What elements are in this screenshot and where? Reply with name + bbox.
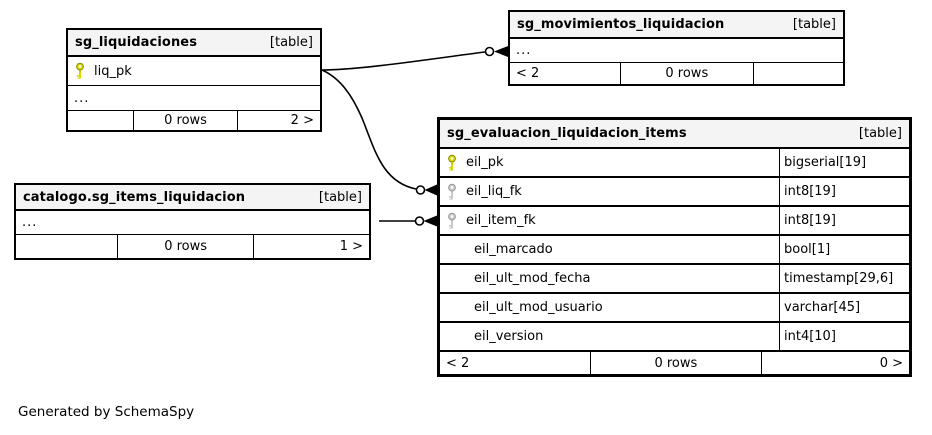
- row-count: 0 rows: [134, 111, 238, 130]
- column-type: timestamp[29,6]: [779, 265, 909, 292]
- children-count: < 2: [440, 352, 592, 374]
- table-header[interactable]: sg_evaluacion_liquidacion_items [table]: [440, 120, 909, 149]
- column-name: eil_ult_mod_fecha: [474, 271, 591, 286]
- column-type: bool[1]: [779, 236, 909, 263]
- column-name: eil_item_fk: [466, 213, 536, 228]
- column-name: eil_ult_mod_usuario: [474, 300, 603, 315]
- many-arrowhead-icon: [423, 215, 437, 227]
- primary-key-icon: [76, 62, 84, 79]
- column-name: liq_pk: [94, 63, 132, 79]
- column-name-cell: eil_marcado: [446, 236, 779, 263]
- column-name-cell: eil_version: [446, 323, 779, 350]
- column-row-liq-pk: liq_pk: [68, 57, 320, 86]
- column-name-cell: eil_ult_mod_fecha: [446, 265, 779, 292]
- table-header[interactable]: sg_liquidaciones [table]: [68, 30, 320, 57]
- foreign-key-icon: [448, 212, 456, 229]
- table-name: catalogo.sg_items_liquidacion: [23, 189, 246, 205]
- column-name: eil_liq_fk: [466, 184, 522, 199]
- row-count: 0 rows: [621, 63, 755, 84]
- table-header[interactable]: sg_movimientos_liquidacion [table]: [510, 12, 843, 39]
- column-type: int4[10]: [779, 323, 909, 350]
- many-arrowhead-icon: [424, 184, 437, 196]
- column-type: varchar[45]: [779, 294, 909, 321]
- column-name-cell: eil_liq_fk: [446, 178, 779, 205]
- table-sg-liquidaciones[interactable]: sg_liquidaciones [table] liq_pk ... 0 ro…: [66, 28, 322, 132]
- column-type: bigserial[19]: [779, 149, 909, 176]
- zero-or-one-dot-icon: [414, 216, 425, 226]
- column-row-eil-ult-mod-usuario: eil_ult_mod_usuario varchar[45]: [440, 294, 909, 323]
- zero-or-one-dot-icon: [415, 185, 426, 195]
- row-count: 0 rows: [591, 352, 762, 374]
- ellipsis-row: ...: [510, 39, 843, 63]
- table-type-badge: [table]: [318, 189, 362, 205]
- parents-count: 0 >: [879, 355, 903, 371]
- children-count: [68, 111, 135, 130]
- table-sg-evaluacion-liquidacion-items[interactable]: sg_evaluacion_liquidacion_items [table] …: [437, 117, 912, 377]
- stats-footer: 0 rows 2 >: [68, 111, 320, 130]
- zero-or-one-dot-icon: [484, 46, 495, 57]
- column-row-eil-pk: eil_pk bigserial[19]: [440, 149, 909, 178]
- parents-count: 2 >: [290, 113, 314, 128]
- many-arrowhead-icon: [494, 46, 508, 57]
- column-name: eil_pk: [466, 155, 504, 170]
- column-row-eil-item-fk: eil_item_fk int8[19]: [440, 207, 909, 236]
- stats-footer: < 2 0 rows: [510, 63, 843, 84]
- parents-count: [754, 63, 843, 84]
- column-name: eil_version: [474, 329, 544, 344]
- stats-footer: 0 rows 1 >: [16, 235, 369, 258]
- ellipsis-row: ...: [68, 86, 320, 111]
- column-type: int8[19]: [779, 178, 909, 205]
- table-type-badge: [table]: [792, 17, 836, 32]
- ellipsis-row: ...: [16, 211, 369, 235]
- primary-key-icon: [448, 154, 456, 171]
- generated-by-note: Generated by SchemaSpy: [18, 404, 195, 420]
- table-type-badge: [table]: [858, 126, 902, 141]
- column-row-eil-ult-mod-fecha: eil_ult_mod_fecha timestamp[29,6]: [440, 265, 909, 294]
- column-name-cell: eil_item_fk: [446, 207, 779, 234]
- table-catalogo-sg-items-liquidacion[interactable]: catalogo.sg_items_liquidacion [table] ..…: [14, 183, 371, 260]
- foreign-key-icon: [448, 183, 456, 200]
- table-header[interactable]: catalogo.sg_items_liquidacion [table]: [16, 185, 369, 211]
- column-name: eil_marcado: [474, 242, 553, 257]
- edge-liquidaciones-evaluacion: [321, 69, 417, 190]
- column-type: int8[19]: [779, 207, 909, 234]
- table-name: sg_movimientos_liquidacion: [517, 17, 725, 32]
- table-type-badge: [table]: [269, 35, 313, 50]
- children-count: < 2: [510, 63, 621, 84]
- column-name-cell: eil_pk: [446, 149, 779, 176]
- column-row-eil-version: eil_version int4[10]: [440, 323, 909, 352]
- parents-count: 1 >: [339, 239, 363, 254]
- edge-liquidaciones-movimientos: [321, 51, 486, 71]
- children-count: [16, 235, 119, 258]
- stats-footer: < 2 0 rows 0 >: [440, 352, 909, 374]
- column-row-eil-liq-fk: eil_liq_fk int8[19]: [440, 178, 909, 207]
- row-count: 0 rows: [118, 235, 255, 258]
- table-name: sg_liquidaciones: [75, 35, 198, 50]
- table-name: sg_evaluacion_liquidacion_items: [447, 126, 687, 141]
- table-sg-movimientos-liquidacion[interactable]: sg_movimientos_liquidacion [table] ... <…: [508, 10, 845, 86]
- column-row-eil-marcado: eil_marcado bool[1]: [440, 236, 909, 265]
- column-name-cell: eil_ult_mod_usuario: [446, 294, 779, 321]
